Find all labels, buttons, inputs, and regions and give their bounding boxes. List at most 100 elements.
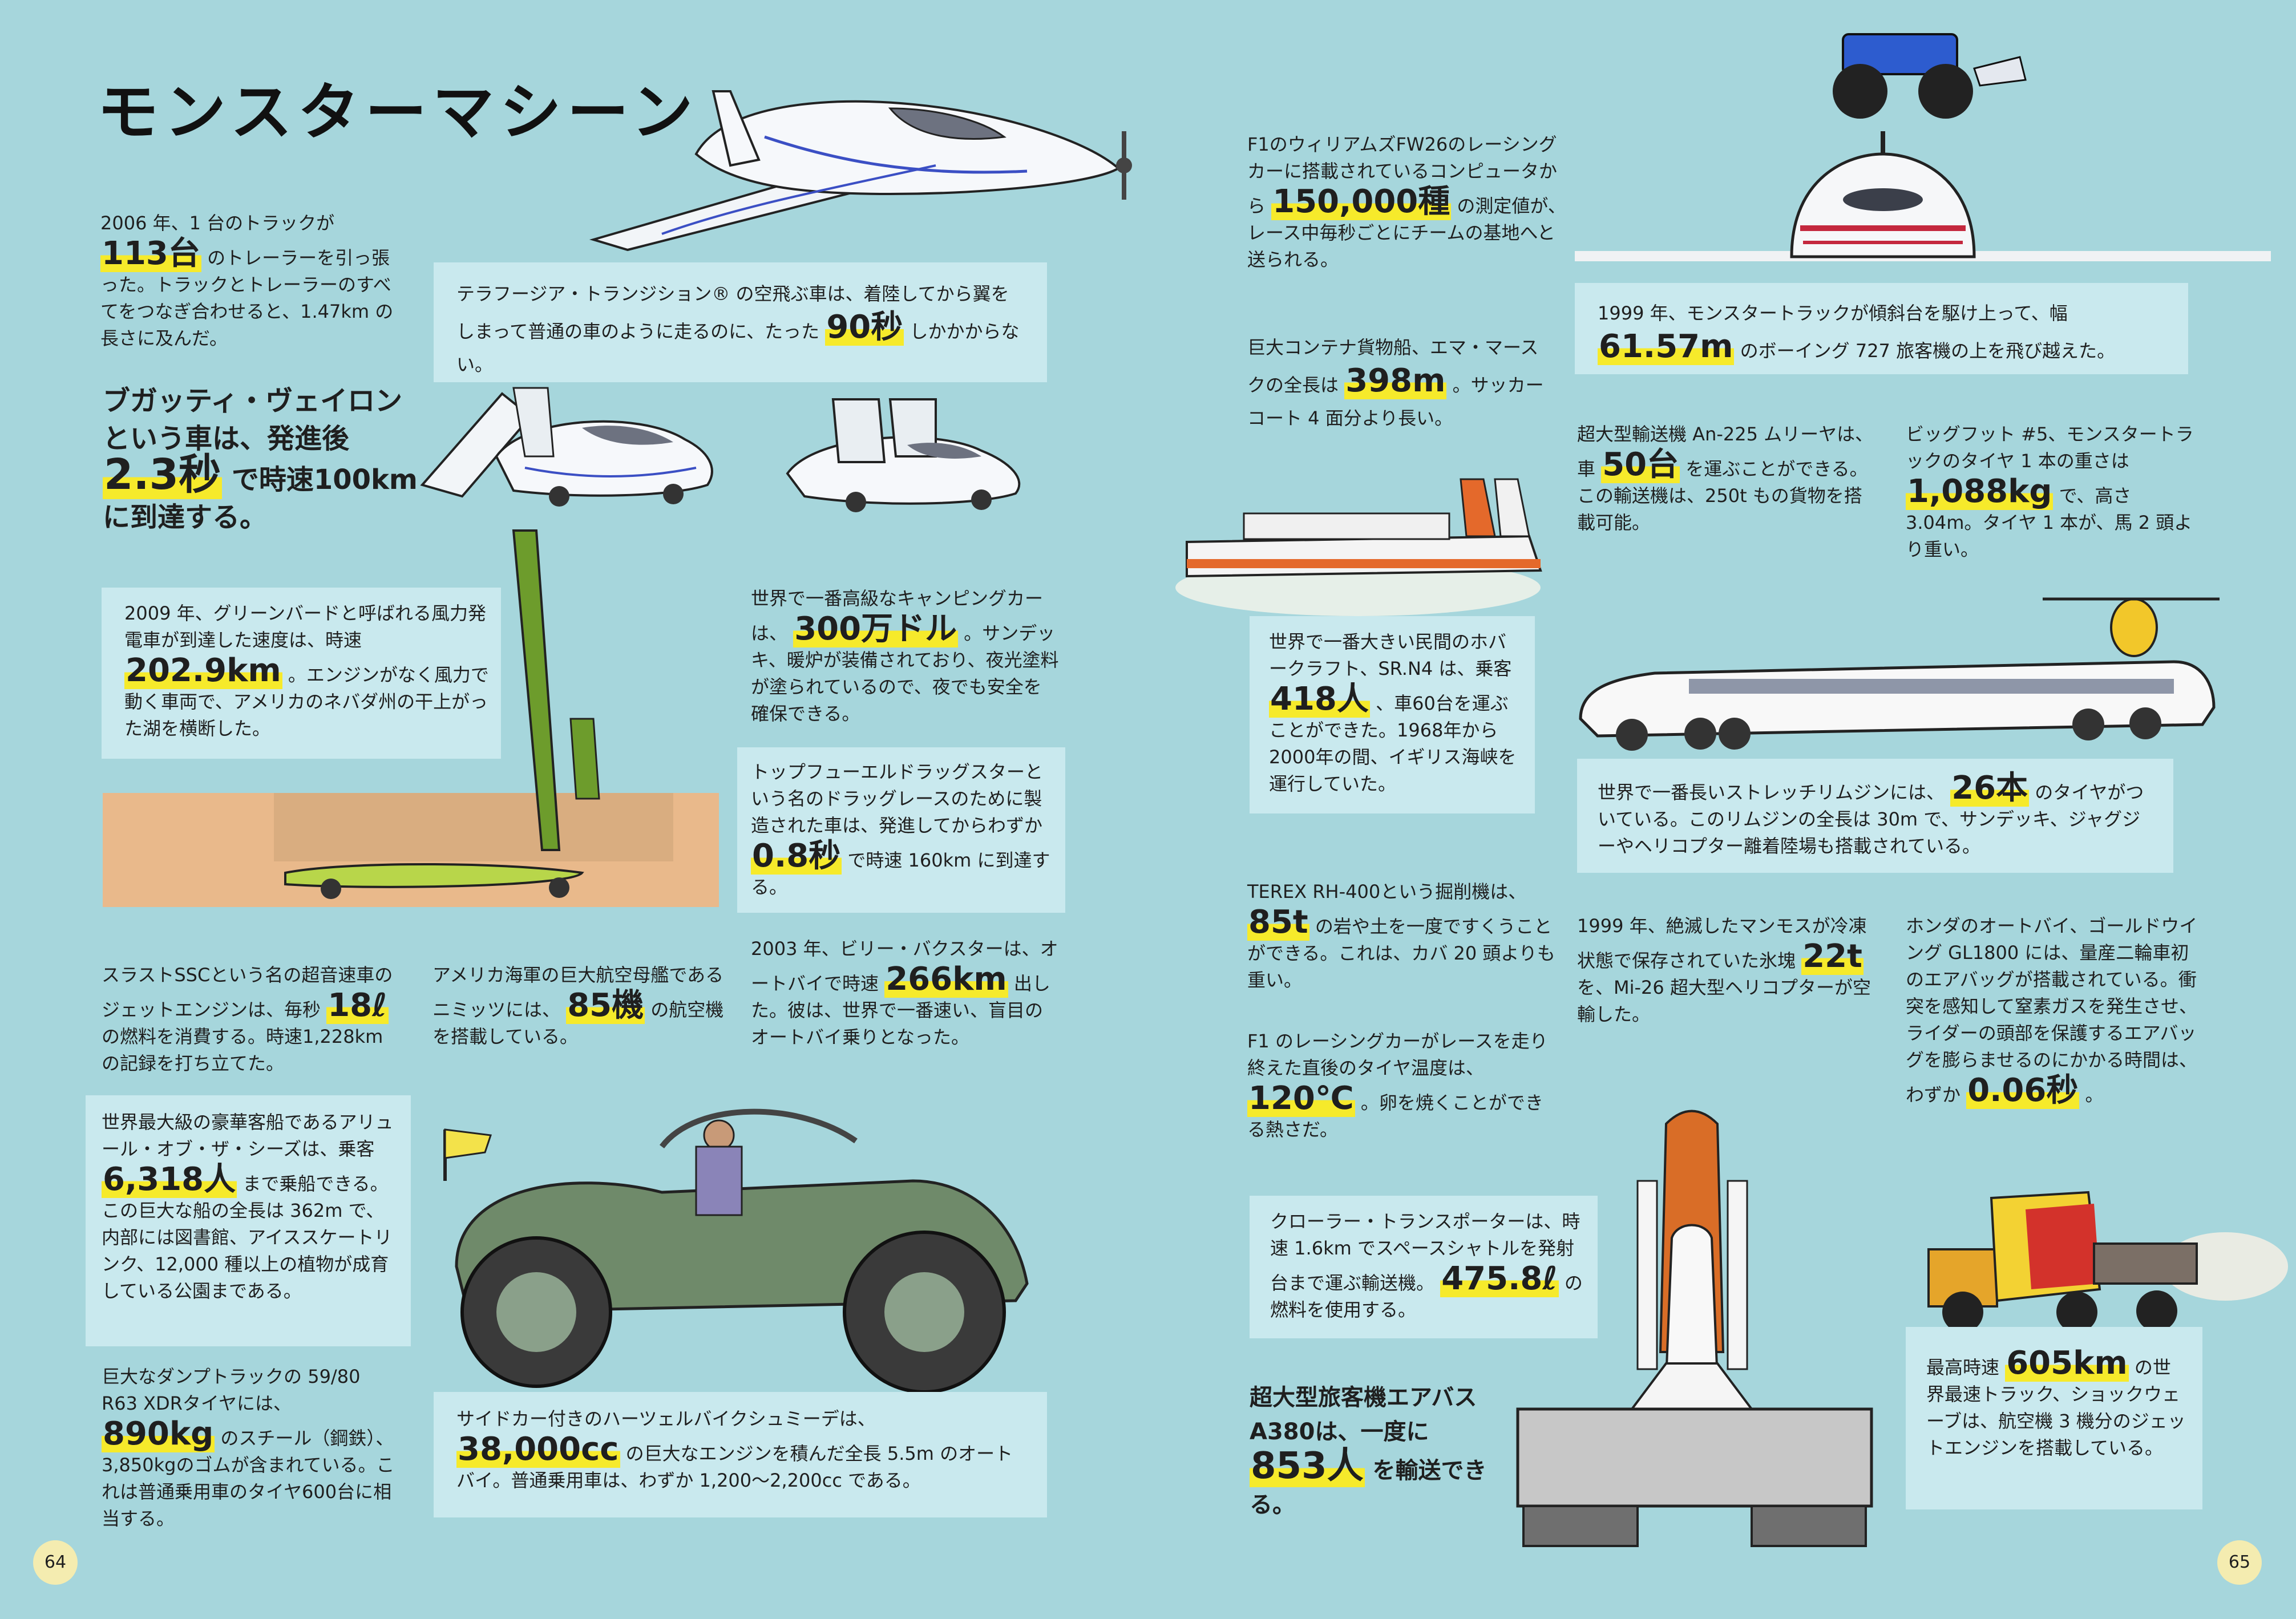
- highlight-number: 22t: [1801, 938, 1864, 975]
- fact-text: で時速100kmに到達する。: [103, 464, 418, 533]
- shockwave-jet-truck-illustration: [1927, 1191, 2288, 1333]
- dragster-fact-box: [737, 747, 1065, 913]
- fact-text: 巨大なダンプトラックの 59/80 R63 XDRタイヤには、: [102, 1366, 361, 1414]
- fact-text: の燃料を消費する。時速1,228kmの記録を打ち立てた。: [102, 1026, 383, 1074]
- fact-text: 。卵を焼くことができる熱さだ。: [1247, 1092, 1543, 1140]
- fact-text: ホンダのオートバイ、ゴールドウイング GL1800 には、量産二輪車初のエアバッ…: [1906, 915, 2198, 1106]
- fact-text: ブガッティ・ヴェイロンという車は、発進後: [103, 385, 403, 455]
- fact-text: サイドカー付きのハーツェルバイクシュミーデは、: [456, 1408, 876, 1430]
- highlight-number: 113台: [100, 235, 201, 272]
- hovercraft-fact: 世界で一番大きい民間のホバークラフト、SR.N4 は、乗客 418人 、車60台…: [1269, 629, 1523, 798]
- highlight-number: 50台: [1601, 446, 1680, 483]
- highlight-number: 38,000cc: [456, 1431, 620, 1468]
- fact-text: の燃料を使用する。: [1270, 1272, 1583, 1321]
- fact-text: 1999 年、モンスタートラックが傾斜台を駆け上って、幅: [1598, 302, 2068, 324]
- highlight-number: 890kg: [102, 1415, 215, 1452]
- highlight-number: 85t: [1247, 904, 1309, 941]
- a380-fact: 超大型旅客機エアバス A380は、一度に 853人 を輸送できる。: [1250, 1381, 1523, 1522]
- bugatti-fact: ブガッティ・ヴェイロンという車は、発進後 2.3秒 で時速100kmに到達する。: [103, 382, 422, 536]
- space-shuttle-crawler-illustration: [1516, 1110, 1873, 1547]
- fact-text: 2006 年、1 台のトラックが: [100, 212, 335, 234]
- folded-flying-car-2: [786, 398, 1021, 512]
- fact-text: のタイヤがついている。このリムジンの全長は 30m で、サンデッキ、ジャグジーや…: [1598, 782, 2144, 857]
- fact-text: を、Mi-26 超大型ヘリコプターが空輸した。: [1577, 977, 1871, 1025]
- terrafugia-fact: テラフージア・トランジション® の空飛ぶ車は、着陸してから翼をしまって普通の車の…: [456, 277, 1027, 381]
- folded-flying-car-1: [420, 387, 713, 507]
- highlight-number: 90秒: [825, 309, 904, 346]
- monster-jump-fact: 1999 年、モンスタートラックが傾斜台を駆け上って、幅 61.57m のボーイ…: [1598, 297, 2168, 367]
- fact-text: 巨大コンテナ貨物船、エマ・マースクの全長は: [1247, 337, 1539, 396]
- fact-text: クローラー・トランスポーターは、時速 1.6km でスペースシャトルを発射台まで…: [1270, 1211, 1580, 1294]
- fact-text: の世界最速トラック、ショックウェーブは、航空機 3 機分のジェットエンジンを搭載…: [1926, 1357, 2186, 1459]
- terex-fact: TEREX RH-400という掘削機は、 85t の岩や土を一度ですくうことがで…: [1247, 879, 1555, 994]
- highlight-number: 418人: [1269, 681, 1370, 718]
- mammoth-fact: 1999 年、絶滅したマンモスが冷凍状態で保存されていた氷塊 22t を、Mi-…: [1577, 913, 1874, 1028]
- highlight-number: 853人: [1250, 1445, 1365, 1487]
- dragster-fact: トップフューエルドラッグスターという名のドラッグレースのために製造された車は、発…: [751, 759, 1053, 901]
- fact-text: の航空機を搭載している。: [432, 999, 724, 1047]
- fact-text: 2009 年、グリーンバードと呼ばれる風力発電車が到達した速度は、時速: [124, 602, 487, 651]
- fact-text: のスチール（鋼鉄）、3,850kgのゴムが含まれている。これは普通乗用車のタイヤ…: [102, 1427, 395, 1529]
- highlight-number: 300万ドル: [793, 610, 959, 647]
- highlight-number: 120℃: [1247, 1080, 1355, 1117]
- fact-text: のトレーラーを引っ張った。トラックとトレーラーのすべてをつなぎ合わせると、1.4…: [100, 247, 394, 349]
- highlight-number: 150,000種: [1271, 183, 1452, 220]
- fact-text: 最高時速: [1926, 1357, 2000, 1378]
- highlight-number: 605km: [2005, 1345, 2129, 1382]
- highlight-number: 0.06秒: [1966, 1072, 2080, 1109]
- fact-text: F1のウィリアムズFW26のレーシングカーに搭載されているコンピュータから: [1247, 133, 1558, 217]
- page-title: モンスターマシーン: [97, 77, 699, 148]
- fact-text: 。サッカーコート 4 面分より長い。: [1247, 374, 1544, 429]
- fact-text: で時速 160km に到達する。: [751, 849, 1050, 898]
- highlight-number: 26本: [1950, 770, 2030, 807]
- fact-text: 。エンジンがなく風力で動く車両で、アメリカのネバダ州の干上がった湖を横断した。: [124, 664, 489, 739]
- fact-text: 超大型旅客機エアバス A380は、一度に: [1250, 1385, 1477, 1445]
- fact-text: 。サンデッキ、暖炉が装備されており、夜光塗料が塗られているので、夜でも安全を確保…: [751, 622, 1059, 724]
- crawler-fact: クローラー・トランスポーターは、時速 1.6km でスペースシャトルを発射台まで…: [1270, 1208, 1584, 1323]
- limo-fact-box: [1577, 759, 2173, 873]
- fact-text: 世界最大級の豪華客船であるアリュール・オブ・ザ・シーズは、乗客: [102, 1111, 394, 1160]
- camping-car-fact: 世界で一番高級なキャンピングカーは、 300万ドル 。サンデッキ、暖炉が装備され…: [751, 585, 1059, 727]
- fact-text: の巨大なエンジンを積んだ全長 5.5m のオートバイ。普通乗用車は、わずか 1,…: [456, 1443, 1013, 1491]
- sidecar-fact: サイドカー付きのハーツェルバイクシュミーデは、 38,000cc の巨大なエンジ…: [456, 1406, 1027, 1494]
- fact-text: ビッグフット #5、モンスタートラックのタイヤ 1 本の重さは: [1906, 423, 2194, 472]
- fact-text: 出した。彼は、世界で一番速い、盲目のオートバイ乗りとなった。: [751, 973, 1050, 1048]
- fact-text: テラフージア・トランジション® の空飛ぶ車は、着陸してから翼をしまって普通の車の…: [456, 283, 1009, 342]
- highlight-number: 85機: [566, 987, 645, 1024]
- fact-text: TEREX RH-400という掘削機は、: [1247, 881, 1527, 902]
- fact-text: 1999 年、絶滅したマンモスが冷凍状態で保存されていた氷塊: [1577, 915, 1867, 972]
- fact-text: 2003 年、ビリー・バクスターは、オートバイで時速: [751, 938, 1058, 994]
- boeing-727-illustration: [1575, 131, 2271, 261]
- fact-text: トップフューエルドラッグスターという名のドラッグレースのために製造された車は、発…: [751, 761, 1044, 836]
- allure-fact: 世界最大級の豪華客船であるアリュール・オブ・ザ・シーズは、乗客 6,318人 ま…: [102, 1109, 398, 1305]
- highlight-number: 202.9km: [124, 652, 282, 689]
- highlight-number: 266km: [884, 961, 1008, 998]
- emma-maersk-fact: 巨大コンテナ貨物船、エマ・マースクの全長は 398m 。サッカーコート 4 面分…: [1247, 331, 1555, 435]
- fact-text: のボーイング 727 旅客機の上を飛び越えた。: [1740, 340, 2116, 362]
- fact-text: で、高さ 3.04m。タイヤ 1 本が、馬 2 頭より重い。: [1906, 485, 2193, 560]
- fact-text: アメリカ海軍の巨大航空母艦であるニミッツには、: [432, 964, 724, 1021]
- baxter-fact: 2003 年、ビリー・バクスターは、オートバイで時速 266km 出した。彼は、…: [751, 936, 1059, 1051]
- highlight-number: 2.3秒: [103, 450, 223, 499]
- fact-text: スラストSSCという名の超音速車のジェットエンジンは、毎秒: [102, 964, 393, 1021]
- an225-fact: 超大型輸送機 An-225 ムリーヤは、車 50台 を運ぶことができる。この輸送…: [1577, 421, 1874, 536]
- fact-text: 世界で一番大きい民間のホバークラフト、SR.N4 は、乗客: [1269, 631, 1512, 679]
- flying-car-illustration: [589, 90, 1132, 252]
- stretch-limo-illustration: [1579, 597, 2220, 751]
- highlight-number: 61.57m: [1598, 328, 1735, 365]
- fact-text: を運ぶことができる。この輸送機は、250t もの貨物を搭載可能。: [1577, 458, 1868, 533]
- shockwave-fact: 最高時速 605km の世界最速トラック、ショックウェーブは、航空機 3 機分の…: [1926, 1345, 2189, 1462]
- f1-computer-fact: F1のウィリアムズFW26のレーシングカーに搭載されているコンピュータから 15…: [1247, 131, 1567, 273]
- goldwing-fact: ホンダのオートバイ、ゴールドウイング GL1800 には、量産二輪車初のエアバッ…: [1906, 913, 2202, 1109]
- fact-text: の測定値が、レース中毎秒ごとにチームの基地へと送られる。: [1247, 195, 1566, 270]
- allure-fact-box: [86, 1095, 411, 1346]
- fact-text: 世界で一番長いストレッチリムジンには、: [1598, 782, 1945, 803]
- fact-text: 世界で一番高級なキャンピングカーは、: [751, 588, 1044, 644]
- dump-truck-fact: 巨大なダンプトラックの 59/80 R63 XDRタイヤには、 890kg のス…: [102, 1363, 398, 1532]
- thrust-ssc-fact: スラストSSCという名の超音速車のジェットエンジンは、毎秒 18ℓ の燃料を消費…: [102, 962, 398, 1077]
- highlight-number: 1,088kg: [1906, 473, 2054, 510]
- highlight-number: 6,318人: [102, 1161, 237, 1198]
- hovercraft-illustration: [1175, 478, 1542, 616]
- page-number-left: 64: [33, 1540, 78, 1585]
